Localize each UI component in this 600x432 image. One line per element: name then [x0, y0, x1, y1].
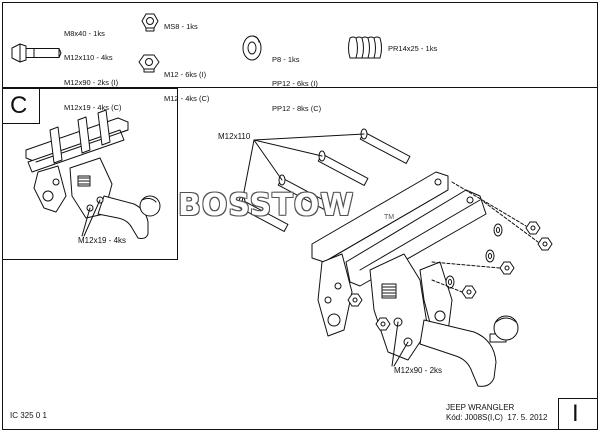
nut-icon [461, 285, 477, 299]
variant-c-frame [2, 88, 178, 260]
washer-icon [485, 249, 495, 263]
long-bolt [359, 128, 411, 164]
long-bolt [237, 196, 289, 232]
nut-icon [138, 54, 160, 73]
washer-list-line: P8 - 1ks [272, 54, 300, 64]
variant-c-letter-box [2, 88, 40, 124]
variant-i-assembly [237, 128, 553, 387]
ms8-label: MS8 - 1ks [164, 22, 198, 31]
watermark-trademark: TM [384, 214, 395, 221]
nut-icon [525, 221, 541, 235]
variant-i-bolt-callout: M12x110 [218, 132, 251, 141]
nut-list-line: M12 - 4ks (C) [164, 94, 210, 104]
drawing-code: IC 325 0 1 [10, 411, 47, 420]
nut-icon [499, 261, 515, 275]
variant-i-letter: I [572, 400, 579, 427]
washer-list-line: PP12 - 6ks (I) [272, 79, 318, 89]
nut-icon [375, 317, 391, 331]
washer-icon [445, 275, 455, 289]
bolt-list-line: M12x110 - 4ks [64, 53, 113, 63]
nut-list-line: M12 - 6ks (I) [164, 69, 207, 79]
nut-icon [537, 237, 553, 251]
variant-i-letter-box [558, 398, 598, 430]
spring-icon [348, 36, 382, 59]
nut-list: M12 - 6ks (I) M12 - 4ks (C) [164, 54, 209, 112]
bolt-list-line: M8x40 - 1ks [64, 28, 105, 38]
variant-c-callout: M12x19 - 4ks [78, 236, 127, 245]
drawing-kod: Kód: J008S(I,C) [446, 413, 503, 422]
drawing-date: 17. 5. 2012 [507, 413, 548, 422]
washer-list: P8 - 1ks PP12 - 6ks (I) PP12 - 8ks (C) [272, 39, 321, 122]
variant-c-letter: C [10, 92, 28, 119]
bolt-list-line: M12x19 - 4ks (C) [64, 103, 122, 113]
nut-icon [141, 13, 159, 32]
spring-label: PR14x25 - 1ks [388, 44, 438, 53]
bolt-icon [11, 43, 62, 63]
washer-icon [242, 35, 262, 61]
vehicle-name: JEEP WRANGLER [446, 403, 515, 412]
variant-c-assembly [25, 109, 161, 239]
nut-icon [347, 293, 363, 307]
bolt-list-line: M12x90 - 2ks (I) [64, 78, 119, 88]
bolt-list: M8x40 - 1ks M12x110 - 4ks M12x90 - 2ks (… [64, 13, 122, 121]
bosstow-watermark: BOSSTOW [178, 188, 355, 223]
footer-code-date: Kód: J008S(I,C) 17. 5. 2012 [446, 413, 547, 422]
long-bolt [317, 150, 369, 186]
washer-icon [493, 223, 503, 237]
washer-list-line: PP12 - 8ks (C) [272, 104, 322, 114]
hardware-list-frame [2, 2, 598, 88]
variant-i-lower-callout: M12x90 - 2ks [394, 366, 443, 375]
